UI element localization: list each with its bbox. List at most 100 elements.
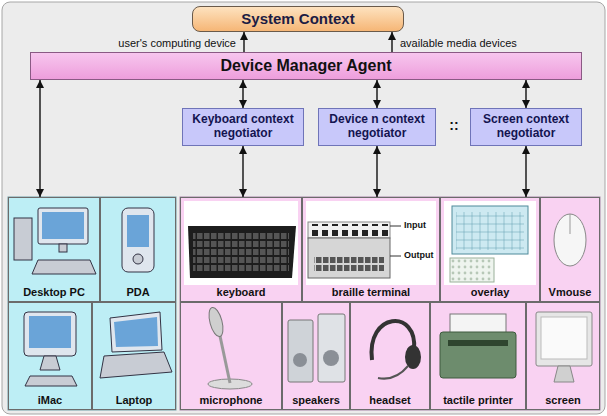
node-label: Screen context negotiator (476, 113, 576, 141)
screen-stand (554, 366, 574, 382)
device-cell: Laptop (92, 302, 176, 410)
imac-stand (40, 356, 60, 370)
agent-band: Device Manager Agent (30, 52, 582, 80)
computer-panel (8, 197, 176, 410)
node-label: Desktop PC (23, 286, 85, 299)
screen-frame (536, 312, 592, 366)
pc-monitor (38, 208, 88, 244)
port-label: Input (404, 220, 426, 230)
headset-ear (405, 345, 421, 369)
node-label: Laptop (116, 394, 153, 407)
imac-keyboard (25, 376, 77, 386)
connector-arrow (376, 146, 377, 197)
node-label: screen (545, 394, 580, 407)
device-cell: braille terminal (302, 197, 440, 302)
device-cell: keyboard (180, 197, 302, 302)
device-cell: iMac (8, 302, 92, 410)
keyboard-keys (193, 232, 289, 272)
pda-body (122, 208, 154, 272)
speaker-cone (323, 350, 339, 366)
imac-monitor (24, 312, 76, 356)
leader-line (390, 226, 401, 227)
braille-body (308, 238, 390, 278)
node-label: braille terminal (332, 286, 410, 299)
printer-body (440, 332, 516, 378)
edge-label: user's computing device (118, 37, 236, 50)
braille-keys (314, 256, 384, 272)
device-cell: screen (526, 302, 600, 410)
printer-paper (450, 314, 506, 334)
mic-head (206, 306, 225, 338)
pc-keyboard (32, 260, 96, 274)
laptop-screen (114, 317, 158, 347)
photo-ground (306, 201, 436, 285)
device-cell: overlay (440, 197, 540, 302)
mouse-split (570, 214, 571, 234)
negotiator-box: Device n context negotiator (318, 108, 436, 146)
printer-slot (448, 340, 508, 346)
connector-arrow (525, 146, 526, 197)
pc-stand (59, 244, 67, 252)
node-label: headset (369, 394, 411, 407)
screen-glass (541, 317, 587, 359)
photo-ground (184, 201, 298, 285)
laptop-base (100, 352, 172, 378)
pc-screen (42, 212, 84, 239)
imac-screen (29, 316, 71, 348)
node-label: Device Manager Agent (220, 57, 391, 75)
device-cell: PDA (100, 197, 176, 302)
headset-mic (378, 366, 408, 379)
pda-button (133, 254, 143, 264)
node-label: System Context (241, 10, 354, 27)
node-label: tactile printer (443, 394, 513, 407)
overlay-grid (456, 212, 524, 250)
device-cell: Vmouse (540, 197, 600, 302)
mouse-body (554, 214, 586, 266)
ellipsis-mark: :: (441, 117, 467, 133)
connector-arrow (391, 32, 392, 52)
media-panel (180, 197, 600, 410)
connector-arrow (242, 80, 243, 108)
negotiator-box: Screen context negotiator (470, 108, 582, 146)
laptop-lid (110, 312, 162, 352)
device-cell: Desktop PC (8, 197, 100, 302)
overlay-bubbles (451, 259, 493, 281)
node-label: keyboard (217, 286, 266, 299)
node-label: overlay (471, 286, 510, 299)
pc-tower (14, 218, 32, 260)
connector-arrow (39, 80, 40, 197)
node-label: iMac (38, 394, 62, 407)
pda-screen (127, 215, 149, 247)
connector-arrow (525, 80, 526, 108)
device-cell: headset (350, 302, 430, 410)
edge-label: available media devices (400, 37, 517, 50)
node-label: Vmouse (549, 286, 592, 299)
overlay-pad (452, 206, 528, 254)
node-label: PDA (126, 286, 149, 299)
device-cell: speakers (282, 302, 350, 410)
overlay-sheet (450, 258, 494, 282)
device-cell: tactile printer (430, 302, 526, 410)
node-label: microphone (200, 394, 263, 407)
context-box: System Context (192, 6, 404, 32)
port-label: Output (404, 250, 434, 260)
connector-arrow (242, 146, 243, 197)
connector-arrow (376, 80, 377, 108)
leader-line (390, 256, 401, 257)
negotiator-box: Keyboard context negotiator (182, 108, 304, 146)
node-label: speakers (292, 394, 340, 407)
connector-arrow (243, 32, 244, 52)
braille-cells-bar (308, 222, 390, 238)
speaker-box (288, 320, 313, 382)
mic-pole (220, 336, 230, 383)
device-cell: microphone (180, 302, 282, 410)
speaker-cone (293, 353, 307, 367)
photo-ground (444, 201, 536, 285)
speaker-box (318, 314, 345, 382)
braille-cells (310, 224, 388, 236)
keyboard-body (188, 226, 296, 278)
node-label: Device n context negotiator (324, 113, 430, 141)
